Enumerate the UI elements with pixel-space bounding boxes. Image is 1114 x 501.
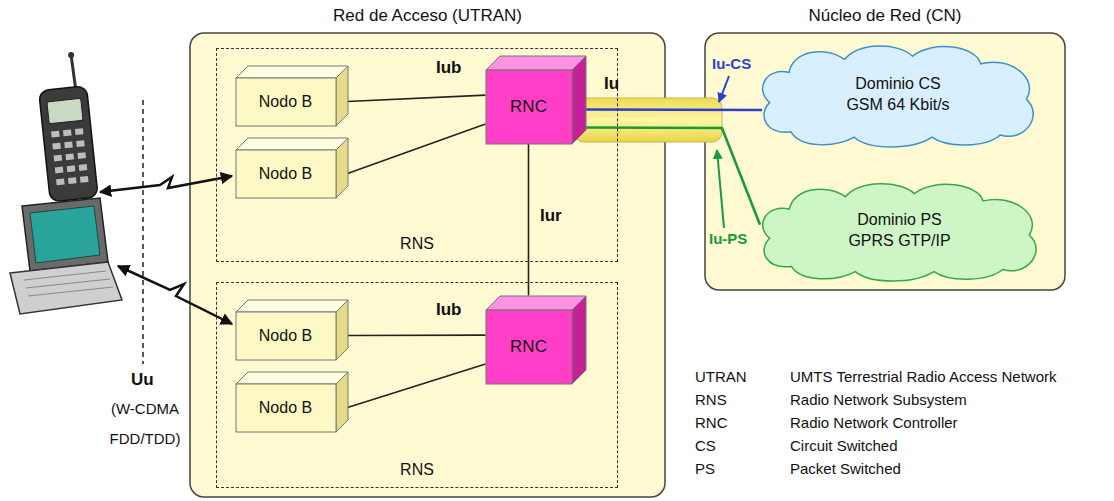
domain-name: Dominio CS GSM 64 Kbit/s: [841, 73, 955, 115]
interface-link: [348, 95, 486, 101]
network-element: RNC: [486, 296, 586, 384]
interface-name: Iub: [436, 58, 462, 78]
cube-side: [336, 138, 348, 198]
core-network-outline: [705, 33, 1065, 290]
region-heading: Red de Acceso (UTRAN): [190, 5, 665, 27]
element-name: Nodo B: [259, 165, 312, 183]
cube-top: [236, 300, 348, 312]
leader-arrow: [717, 150, 724, 228]
air-interface-line: [142, 100, 144, 364]
network-element: Nodo B: [236, 300, 348, 360]
radio-link-arrow: [100, 176, 232, 192]
air-interface-note: (W-CDMA FDD/TDD): [101, 394, 189, 454]
element-face: RNC: [486, 70, 572, 144]
element-face: Nodo B: [236, 78, 336, 126]
interface-name: Iu-PS: [709, 230, 747, 247]
network-region: Núcleo de Red (CN)Dominio CS GSM 64 Kbit…: [705, 33, 1065, 290]
element-face: RNC: [486, 310, 572, 384]
interface-name: Iu: [604, 74, 619, 94]
cloud-shape: [752, 40, 1044, 148]
cube-top: [236, 66, 348, 78]
cube-front: [486, 310, 572, 384]
cube-top: [486, 56, 586, 70]
interface-link: [348, 364, 486, 407]
cloud-text-area: Dominio CS GSM 64 Kbit/s: [752, 40, 1044, 148]
cube-side: [572, 56, 586, 144]
interface-link: [348, 334, 486, 336]
element-name: Nodo B: [259, 327, 312, 345]
interface-name: Iur: [540, 206, 562, 226]
interface-link: [348, 124, 486, 173]
network-region: Red de Acceso (UTRAN)RNSNodo BNodo BRNCR…: [190, 33, 665, 497]
interface-link: [528, 144, 530, 296]
cloud-text-area: Dominio PS GPRS GTP/IP: [752, 178, 1047, 282]
cube-side: [336, 300, 348, 360]
cube-front: [486, 70, 572, 144]
subsystem-box: RNS Nodo B Nodo B RNC: [216, 282, 618, 488]
domain-cloud: Dominio CS GSM 64 Kbit/s: [752, 40, 1044, 148]
abbreviation-meaning: Packet Switched: [790, 460, 901, 477]
domain-name: Dominio PS GPRS GTP/IP: [843, 209, 957, 251]
interface-name: Iub: [436, 300, 462, 320]
subsystem-label: RNS: [217, 461, 617, 479]
element-name: RNC: [510, 97, 547, 117]
abbreviation-meaning: Radio Network Subsystem: [790, 391, 967, 408]
cube-top: [486, 296, 586, 310]
abbreviation-meaning: Circuit Switched: [790, 437, 898, 454]
element-name: Nodo B: [259, 399, 312, 417]
interface-link: [586, 128, 761, 225]
mobile-phone: [35, 51, 98, 202]
abbreviation-meaning: Radio Network Controller: [790, 414, 958, 431]
subsystem-box: RNS Nodo B Nodo B RNC: [216, 48, 618, 262]
element-face: Nodo B: [236, 384, 336, 432]
element-face: Nodo B: [236, 312, 336, 360]
interface-link: [586, 108, 763, 111]
abbreviation: CS: [695, 437, 716, 454]
network-element: Nodo B: [236, 372, 348, 432]
laptop: [10, 198, 122, 314]
element-face: Nodo B: [236, 150, 336, 198]
cloud-shape: [752, 178, 1047, 282]
cube-front: [236, 384, 336, 432]
subsystem-label: RNS: [217, 235, 617, 253]
cloud-outline: [763, 46, 1034, 147]
cube-side: [572, 296, 586, 384]
cube-top: [236, 372, 348, 384]
element-name: RNC: [510, 337, 547, 357]
interface-name: Iu-CS: [712, 55, 751, 72]
network-element: RNC: [486, 56, 586, 144]
cube-front: [236, 150, 336, 198]
network-element: Nodo B: [236, 66, 348, 126]
iu-interface-tube: [574, 98, 722, 142]
region-heading: Núcleo de Red (CN): [705, 5, 1065, 27]
abbreviation-meaning: UMTS Terrestrial Radio Access Network: [790, 368, 1056, 385]
cube-top: [236, 138, 348, 150]
cube-front: [236, 312, 336, 360]
leader-arrow: [719, 76, 729, 102]
cloud-outline: [763, 184, 1036, 281]
network-element: Nodo B: [236, 138, 348, 198]
abbreviation: RNS: [695, 391, 727, 408]
abbreviation: PS: [695, 460, 715, 477]
radio-link-arrow: [118, 266, 232, 324]
cube-front: [236, 78, 336, 126]
domain-cloud: Dominio PS GPRS GTP/IP: [752, 178, 1047, 282]
cube-side: [336, 66, 348, 126]
abbreviation: RNC: [695, 414, 728, 431]
cube-side: [336, 372, 348, 432]
element-name: Nodo B: [259, 93, 312, 111]
interface-name: Uu: [131, 370, 154, 390]
abbreviation: UTRAN: [695, 368, 747, 385]
